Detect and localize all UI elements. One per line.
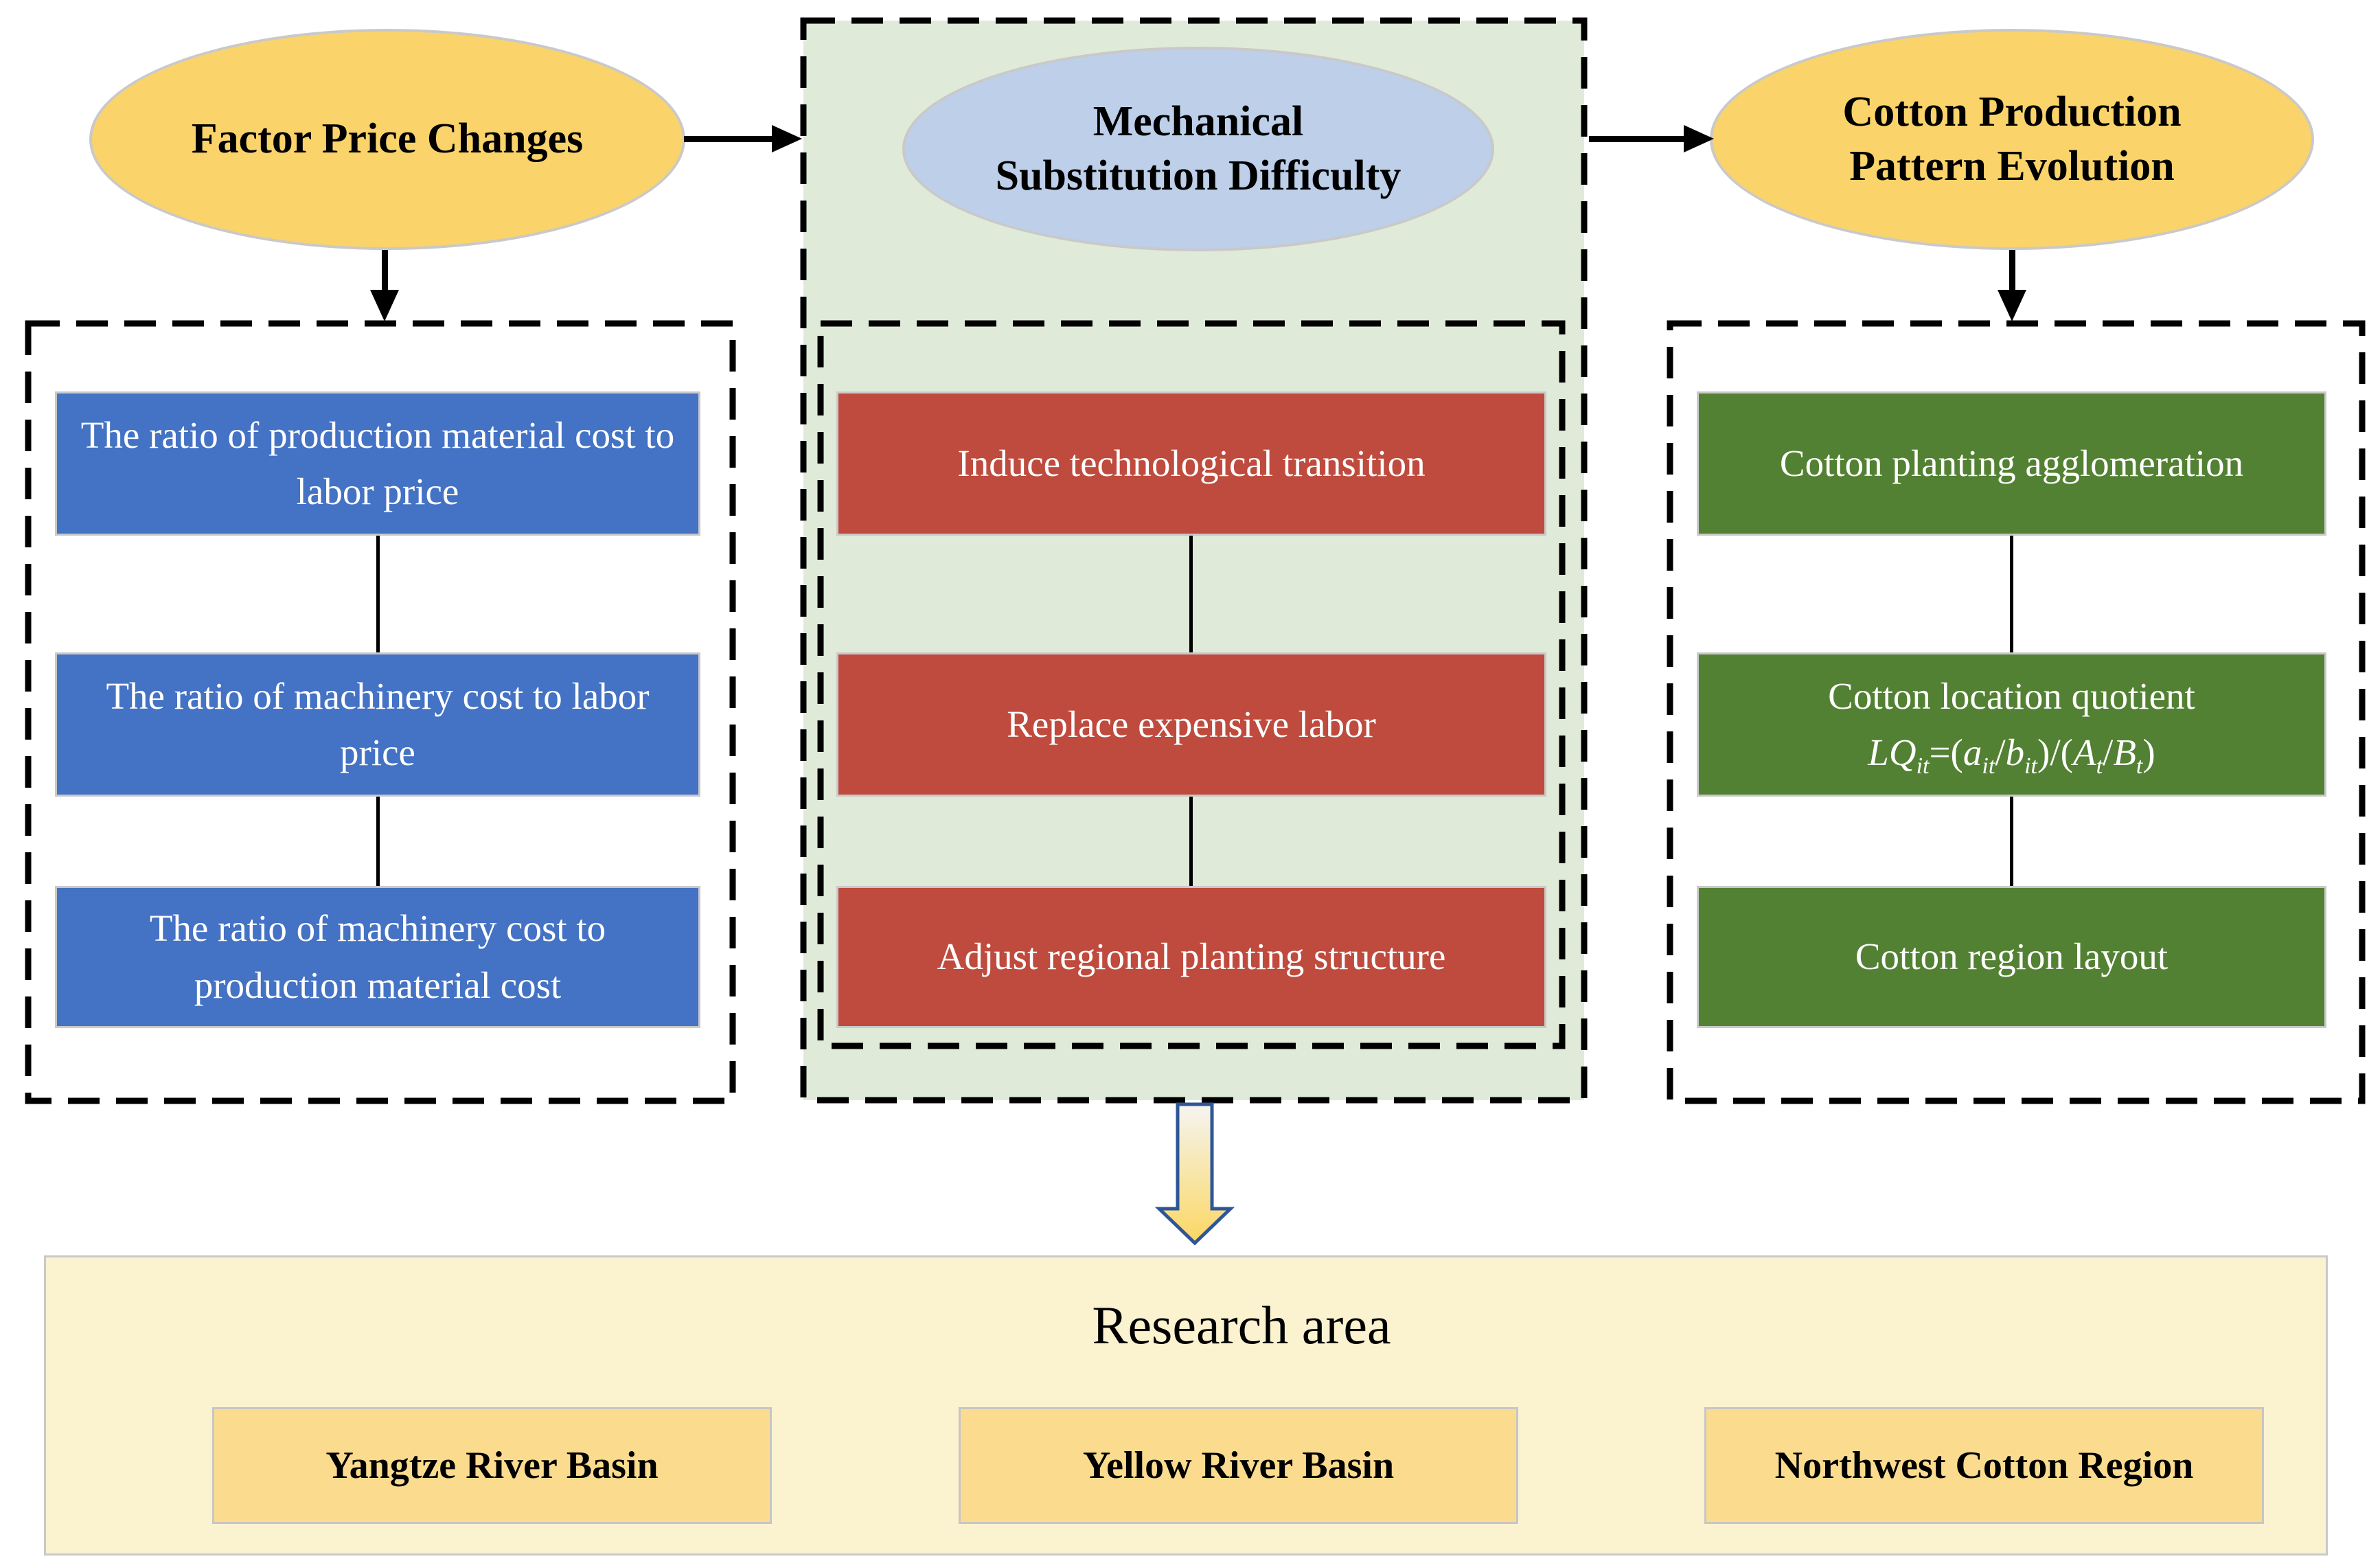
arrow-down-left-line xyxy=(382,250,388,291)
cotton-pattern-evolution-line1: Cotton Production xyxy=(1842,88,2182,135)
big-down-arrow-icon xyxy=(1154,1102,1235,1246)
mechanism-box-replace-labor: Replace expensive labor xyxy=(836,652,1546,797)
mechanism-box-technological-transition-text: Induce technological transition xyxy=(957,442,1426,484)
region-box-yellow-river-text: Yellow River Basin xyxy=(1082,1444,1395,1487)
indicator-box-machinery-material: The ratio of machinery cost to productio… xyxy=(55,886,700,1028)
research-area-title: Research area xyxy=(1092,1295,1391,1355)
location-quotient-formula: LQit=(ait/bit)/(At/Bt) xyxy=(1868,725,2155,782)
arrow-left-to-middle-line xyxy=(684,136,773,142)
pattern-box-agglomeration-text: Cotton planting agglomeration xyxy=(1779,442,2244,484)
factor-price-changes-text: Factor Price Changes xyxy=(191,115,584,163)
mechanical-substitution-line1: Mechanical xyxy=(1092,98,1304,145)
connector-line xyxy=(2010,536,2013,652)
mechanism-box-planting-structure: Adjust regional planting structure xyxy=(836,886,1546,1028)
arrow-down-right-head-icon xyxy=(1998,290,2026,321)
formula-part: LQ xyxy=(1868,731,1916,773)
factor-price-changes-ellipse: Factor Price Changes xyxy=(89,29,685,250)
factor-price-changes-label: Factor Price Changes xyxy=(192,112,583,166)
mechanical-substitution-label: Mechanical Substitution Difficulty xyxy=(996,95,1401,204)
connector-line xyxy=(1189,536,1193,652)
mechanical-substitution-ellipse: Mechanical Substitution Difficulty xyxy=(902,47,1494,251)
pattern-box-location-quotient-title: Cotton location quotient xyxy=(1828,674,2195,717)
formula-part: a xyxy=(1963,731,1982,773)
arrow-middle-to-right-head-icon xyxy=(1684,125,1714,152)
formula-part: =( xyxy=(1929,731,1963,773)
indicator-box-material-labor: The ratio of production material cost to… xyxy=(55,391,700,536)
pattern-box-region-layout-text: Cotton region layout xyxy=(1855,935,2169,978)
connector-line xyxy=(1189,797,1193,886)
region-box-northwest-text: Northwest Cotton Region xyxy=(1774,1444,2194,1487)
region-box-yangtze-text: Yangtze River Basin xyxy=(325,1444,659,1487)
indicator-box-material-labor-text: The ratio of production material cost to… xyxy=(80,413,675,513)
region-box-northwest: Northwest Cotton Region xyxy=(1704,1407,2264,1524)
pattern-box-location-quotient: Cotton location quotient LQit=(ait/bit)/… xyxy=(1697,652,2326,797)
formula-part: it xyxy=(2024,753,2038,779)
mechanical-substitution-line2: Substitution Difficulty xyxy=(995,152,1401,199)
region-box-yangtze: Yangtze River Basin xyxy=(212,1407,772,1524)
factor-indicators-panel xyxy=(25,320,736,1104)
connector-line xyxy=(2010,797,2013,886)
formula-part: A xyxy=(2072,731,2096,773)
formula-part: B xyxy=(2113,731,2136,773)
pattern-box-region-layout: Cotton region layout xyxy=(1697,886,2326,1028)
formula-part: it xyxy=(1916,753,1930,779)
formula-part: it xyxy=(1982,753,1995,779)
cotton-pattern-evolution-line2: Pattern Evolution xyxy=(1849,143,2175,190)
cotton-pattern-evolution-label: Cotton Production Pattern Evolution xyxy=(1842,85,2181,194)
arrow-down-right-line xyxy=(2009,250,2015,291)
formula-part: / xyxy=(2103,731,2114,773)
arrow-left-to-middle-head-icon xyxy=(772,125,802,152)
cotton-pattern-evolution-ellipse: Cotton Production Pattern Evolution xyxy=(1710,29,2314,250)
connector-line xyxy=(376,536,380,652)
research-area-panel: Research area Yangtze River Basin Yellow… xyxy=(44,1255,2328,1556)
formula-part: )/( xyxy=(2037,731,2073,773)
formula-part: t xyxy=(2096,753,2103,779)
connector-line xyxy=(376,797,380,886)
indicator-box-machinery-material-text: The ratio of machinery cost to productio… xyxy=(149,907,606,1006)
indicator-box-machinery-labor: The ratio of machinery cost to labor pri… xyxy=(55,652,700,797)
indicator-box-machinery-labor-text: The ratio of machinery cost to labor pri… xyxy=(106,674,650,774)
arrow-down-left-head-icon xyxy=(370,290,399,321)
pattern-box-agglomeration: Cotton planting agglomeration xyxy=(1697,391,2326,536)
arrow-middle-to-right-line xyxy=(1589,136,1685,142)
mechanism-box-replace-labor-text: Replace expensive labor xyxy=(1007,703,1376,745)
mechanism-inner-panel xyxy=(817,320,1566,1049)
formula-part: b xyxy=(2005,731,2025,773)
formula-part: ) xyxy=(2142,731,2155,773)
mechanism-box-planting-structure-text: Adjust regional planting structure xyxy=(937,935,1446,978)
formula-part: / xyxy=(1995,731,2006,773)
region-box-yellow-river: Yellow River Basin xyxy=(959,1407,1518,1524)
pattern-panel xyxy=(1667,320,2366,1104)
mechanism-box-technological-transition: Induce technological transition xyxy=(836,391,1546,536)
formula-part: t xyxy=(2136,753,2143,779)
